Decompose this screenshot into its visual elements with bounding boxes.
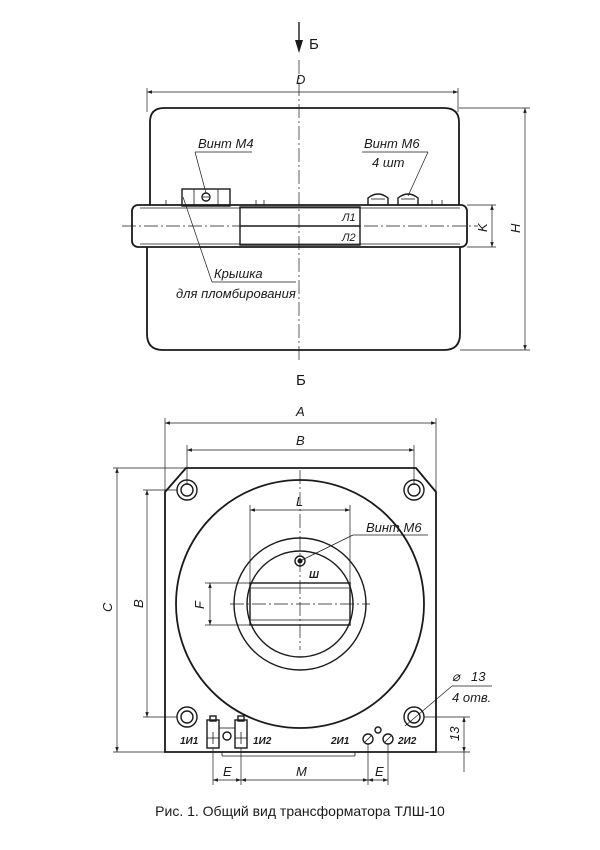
dim-a-label: A — [295, 404, 305, 419]
screw-m6-top-right-icon — [397, 193, 419, 205]
section-mark-top-label: Б — [309, 36, 319, 53]
terminal-screw-icon — [222, 731, 232, 741]
label-hole-qty: 4 отв. — [452, 690, 491, 705]
dim-e-right-label: E — [375, 764, 384, 779]
section-mark-bottom-label: Б — [296, 372, 306, 389]
dim-d-label: D — [296, 72, 305, 87]
label-screw-m6-top: Винт М6 — [364, 136, 420, 151]
label-cover-line1: Крышка — [214, 266, 263, 281]
dim-l-label: L — [296, 494, 303, 509]
dim-h-label: H — [508, 223, 523, 233]
terminal-block-secondary-1 — [206, 715, 248, 749]
screw-m6-top-left-icon — [367, 193, 389, 205]
terminal-block-secondary-2 — [362, 726, 394, 745]
label-l2: Л2 — [341, 232, 356, 244]
hole-diameter-icon: ⌀ — [452, 669, 461, 684]
dim-b-label: B — [296, 433, 305, 448]
section-mark-top: Б — [295, 22, 319, 53]
dim-f-label: F — [192, 600, 207, 609]
label-screw-m6-front: Винт М6 — [366, 520, 422, 535]
terminal-block-m4 — [181, 188, 231, 207]
top-view: D Л1 Л2 Вин — [122, 60, 530, 360]
dim-c-label: C — [100, 602, 115, 612]
label-screw-m6-qty: 4 шт — [372, 155, 405, 170]
dim-m-label: M — [296, 764, 307, 779]
label-screw-m4: Винт М4 — [198, 136, 254, 151]
mounting-hole-top-right — [403, 479, 425, 501]
dim-e-left-label: E — [223, 764, 232, 779]
terminal-2i2-label: 2И2 — [397, 736, 417, 747]
housing-upper — [149, 107, 460, 205]
label-l1: Л1 — [341, 212, 356, 224]
label-cover-line2: для пломбирования — [176, 286, 296, 301]
base-plate — [164, 467, 437, 753]
label-hole-dia: 13 — [471, 669, 486, 684]
dim-k-label: K — [475, 222, 490, 232]
mounting-hole-bottom-left — [176, 706, 198, 728]
terminal-2i1-label: 2И1 — [330, 736, 350, 747]
terminal-1i1-label: 1И1 — [180, 736, 199, 747]
figure-caption: Рис. 1. Общий вид трансформатора ТЛШ-10 — [155, 803, 445, 819]
terminal-1i2-label: 1И2 — [253, 736, 272, 747]
label-sh: Ш — [309, 570, 319, 581]
dim-b-vertical-label: B — [131, 599, 146, 608]
front-view: A B — [100, 404, 492, 785]
dim-13-label: 13 — [447, 726, 462, 741]
ground-screw-icon — [374, 726, 382, 734]
housing-lower — [146, 247, 461, 351]
